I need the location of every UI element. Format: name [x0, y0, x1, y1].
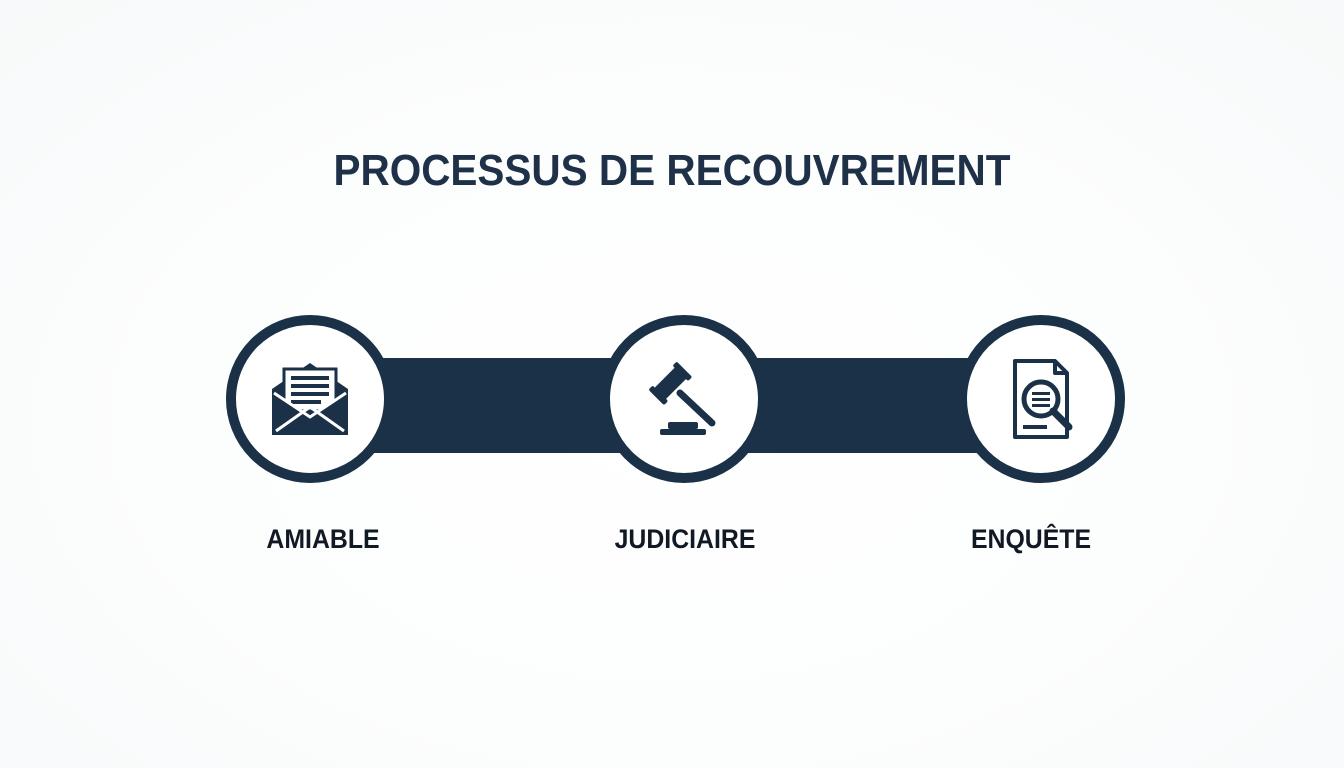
step-judiciaire: [600, 315, 768, 495]
step-label-judiciaire: JUDICIAIRE: [614, 524, 756, 554]
step-label-amiable: AMIABLE: [266, 524, 380, 554]
step-circle: [600, 315, 768, 483]
gavel-icon: [636, 351, 732, 447]
envelope-letter-icon: [262, 351, 358, 447]
diagram-title: PROCESSUS DE RECOUVREMENT: [333, 146, 1011, 195]
document-magnifier-icon: [993, 351, 1089, 447]
step-amiable: [226, 315, 394, 495]
connector-bar-1: [360, 358, 640, 453]
step-enquete: [957, 315, 1125, 495]
step-circle: [226, 315, 394, 483]
step-circle: [957, 315, 1125, 483]
step-label-enquete: ENQUÊTE: [970, 524, 1092, 554]
